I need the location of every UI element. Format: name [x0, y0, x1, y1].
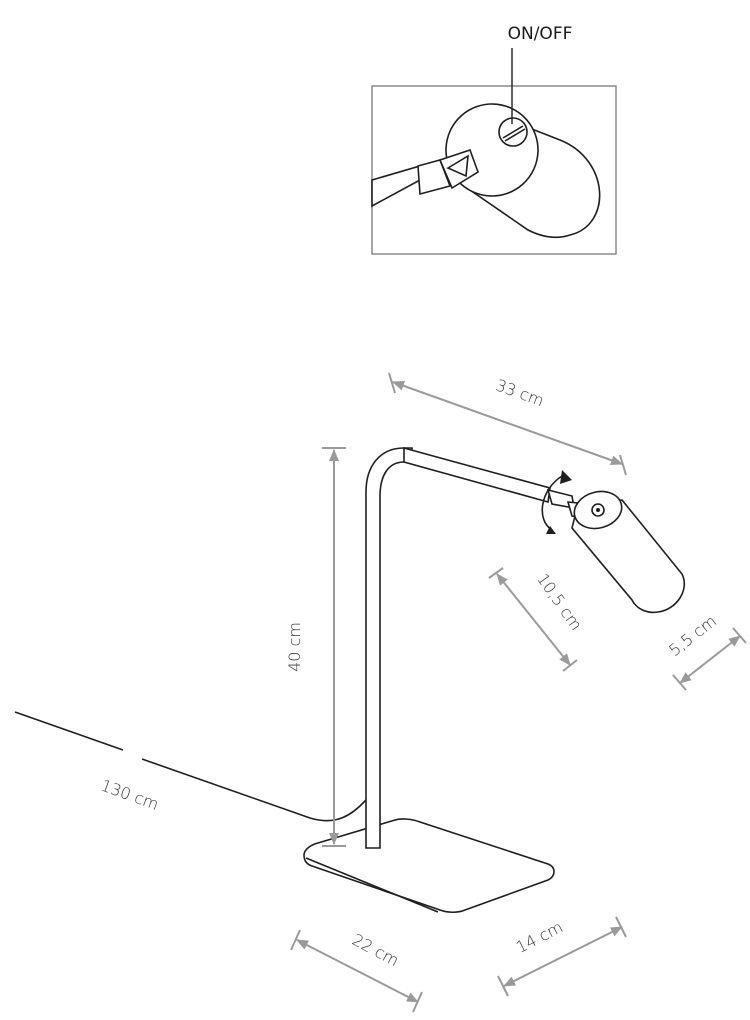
dimension-line-shade-length: [496, 573, 571, 666]
dimension-line-base-length: [296, 939, 419, 1003]
dimension-label-arm: 33 cm: [493, 375, 546, 410]
dimension-lines: 33 cm 40 cm 10,5 cm 5,5 cm 130 cm 22 cm …: [98, 372, 747, 1013]
power-cable: [14, 711, 124, 751]
dimension-label-cable: 130 cm: [98, 776, 161, 814]
lamp-stand: [365, 447, 413, 849]
dimension-label-shade-diameter: 5,5 cm: [665, 611, 720, 660]
dimension-label-base-length: 22 cm: [349, 930, 402, 970]
dimension-label-shade-length: 10,5 cm: [533, 570, 586, 634]
lamp-base: [303, 818, 555, 914]
lamp-drawing: [14, 446, 685, 914]
callout-on-off-label: ON/OFF: [508, 24, 573, 44]
lamp-arm: [403, 446, 551, 504]
switch-detail-inset: ON/OFF: [371, 24, 617, 255]
dimension-line-shade-diameter: [679, 635, 741, 684]
inset-joint-head: [438, 148, 479, 190]
dimension-line-arm: [392, 381, 623, 465]
dimension-label-base-width: 14 cm: [513, 917, 566, 957]
rotation-arrow-icon: [541, 475, 563, 531]
inset-joint: [417, 159, 452, 196]
dimension-label-height: 40 cm: [285, 622, 304, 672]
dimension-line-base-width: [503, 926, 623, 987]
